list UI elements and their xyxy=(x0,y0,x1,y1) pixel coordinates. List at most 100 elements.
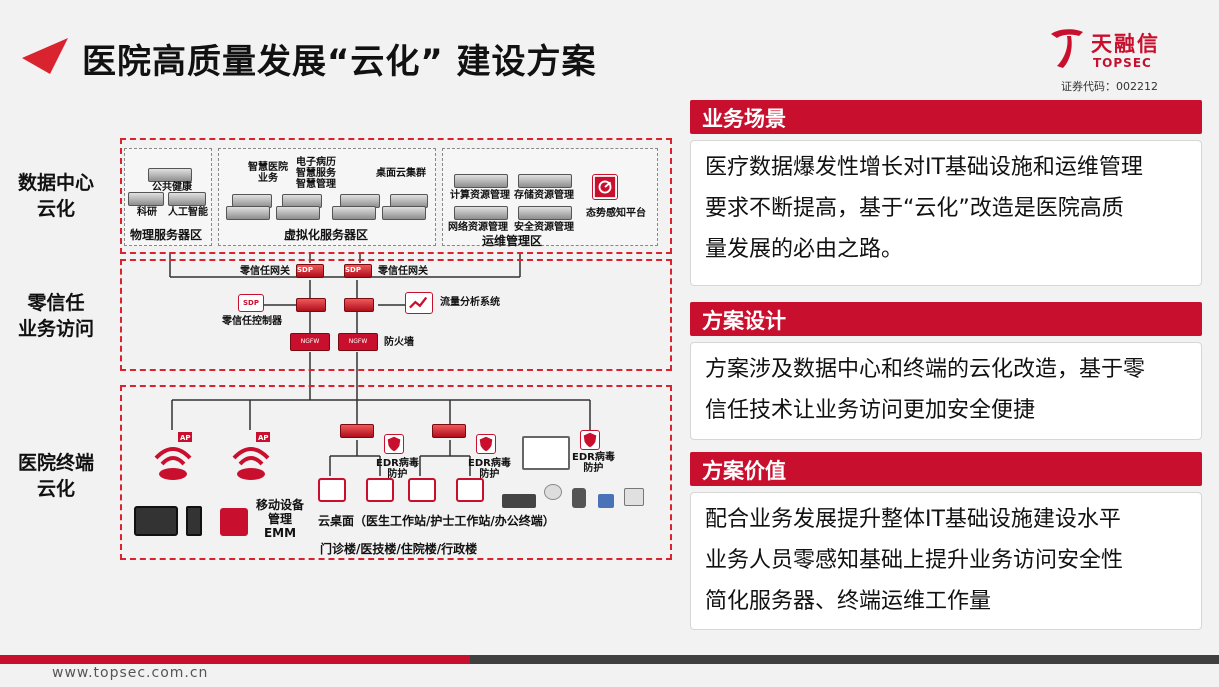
label-smart-mgmt: 智慧管理 xyxy=(296,179,336,190)
label-storage: 存储资源管理 xyxy=(514,190,574,201)
company-logo: 天融信 TOPSEC 证券代码：002212 xyxy=(1049,26,1189,98)
switch-device xyxy=(296,298,326,312)
zerotrust-gateway-device xyxy=(296,264,324,278)
access-switch-device xyxy=(432,424,466,438)
section-label-terminal: 医院终端云化 xyxy=(17,452,94,500)
label-controller: 零信任控制器 xyxy=(222,316,282,327)
panel-title-value: 方案价值 xyxy=(690,452,1202,486)
section-label-zerotrust: 零信任业务访问 xyxy=(17,292,94,340)
footer-bar-accent xyxy=(0,655,470,664)
firewall-device: NGFW xyxy=(290,333,330,351)
label-research: 科研 xyxy=(137,207,157,218)
emm-icon xyxy=(220,508,248,536)
zerotrust-zone xyxy=(120,259,672,371)
barcode-scanner-icon xyxy=(572,488,586,508)
switch-device xyxy=(344,298,374,312)
label-security: 安全资源管理 xyxy=(514,222,574,233)
cloud-desktop-terminal-icon xyxy=(366,478,394,502)
panel-line: 量发展的必由之路。 xyxy=(705,237,904,262)
sdp-badge: SDP xyxy=(297,266,313,274)
scanner-icon xyxy=(544,484,562,500)
label-compute: 计算资源管理 xyxy=(450,190,510,201)
logo-name-en: TOPSEC xyxy=(1093,56,1152,70)
cloud-desktop-terminal-icon xyxy=(456,478,484,502)
label-cloud-desktop: 云桌面（医生工作站/护士工作站/办公终端） xyxy=(318,514,555,528)
server-icon xyxy=(226,206,270,220)
terminal-zone xyxy=(120,385,672,560)
label-emr: 电子病历 xyxy=(296,157,336,168)
sdp-badge: SDP xyxy=(345,266,361,274)
panel-line: 信任技术让业务访问更加安全便捷 xyxy=(705,398,1036,423)
panel-title-design: 方案设计 xyxy=(690,302,1202,336)
cloud-desktop-terminal-icon xyxy=(408,478,436,502)
server-icon xyxy=(518,206,572,220)
label-situation: 态势感知平台 xyxy=(586,208,646,219)
label-public-health: 公共健康 xyxy=(152,182,192,193)
label-firewall: 防火墙 xyxy=(384,337,414,348)
server-icon xyxy=(168,192,206,206)
panel-line: 要求不断提高，基于“云化”改造是医院高质 xyxy=(705,196,1124,221)
label-gateway-right: 零信任网关 xyxy=(378,266,428,277)
label-traffic: 流量分析系统 xyxy=(440,297,500,308)
ap-badge: AP xyxy=(180,434,191,442)
footer-bar xyxy=(0,655,1219,664)
datacenter-zone xyxy=(120,138,672,254)
firewall-device: NGFW xyxy=(338,333,378,351)
label-edr-1: EDR病毒防护 xyxy=(376,458,419,480)
ap-badge: AP xyxy=(258,434,269,442)
server-icon xyxy=(454,174,508,188)
access-switch-device xyxy=(340,424,374,438)
document-camera-icon xyxy=(624,488,644,506)
situation-awareness-icon xyxy=(592,174,618,200)
server-icon xyxy=(454,206,508,220)
page-title: 医院高质量发展“云化” 建设方案 xyxy=(82,42,597,82)
phone-icon xyxy=(186,506,202,536)
panel-line: 业务人员零感知基础上提升业务访问安全性 xyxy=(705,548,1124,573)
panel-body-scenario: 医疗数据爆发性增长对IT基础设施和运维管理 要求不断提高，基于“云化”改造是医院… xyxy=(690,140,1202,286)
panel-line: 方案涉及数据中心和终端的云化改造，基于零 xyxy=(705,357,1146,382)
zerotrust-controller-icon xyxy=(238,294,264,312)
wireless-ap-icon xyxy=(232,432,270,480)
edr-shield-icon xyxy=(384,434,404,454)
card-reader-icon xyxy=(598,494,614,508)
physical-zone-label: 物理服务器区 xyxy=(130,228,203,242)
panel-line: 医疗数据爆发性增长对IT基础设施和运维管理 xyxy=(705,155,1143,180)
monitor-icon xyxy=(522,436,570,470)
traffic-analysis-icon xyxy=(405,292,433,314)
server-icon xyxy=(276,206,320,220)
title-arrow-icon xyxy=(22,38,68,74)
cloud-desktop-terminal-icon xyxy=(318,478,346,502)
label-network: 网络资源管理 xyxy=(448,222,508,233)
label-smart-service: 智慧服务 xyxy=(296,168,336,179)
server-icon xyxy=(128,192,164,206)
label-buildings: 门诊楼/医技楼/住院楼/行政楼 xyxy=(320,542,478,556)
panel-title-scenario: 业务场景 xyxy=(690,100,1202,134)
footer-url[interactable]: www.topsec.com.cn xyxy=(52,665,209,681)
topsec-logo-icon xyxy=(1051,29,1083,68)
ops-zone xyxy=(442,148,658,246)
printer-icon xyxy=(502,494,536,508)
server-icon xyxy=(382,206,426,220)
logo-name-cn: 天融信 xyxy=(1091,32,1160,56)
panel-body-value: 配合业务发展提升整体IT基础设施建设水平 业务人员零感知基础上提升业务访问安全性… xyxy=(690,492,1202,630)
label-ai: 人工智能 xyxy=(168,207,208,218)
stock-code: 证券代码：002212 xyxy=(1061,80,1158,93)
panel-line: 简化服务器、终端运维工作量 xyxy=(705,589,992,614)
label-gateway-left: 零信任网关 xyxy=(240,266,290,277)
server-icon xyxy=(148,168,192,182)
edr-shield-icon xyxy=(580,430,600,450)
server-icon xyxy=(332,206,376,220)
label-edr-3: EDR病毒防护 xyxy=(572,452,615,474)
sdp-badge: SDP xyxy=(243,299,259,307)
section-label-datacenter: 数据中心云化 xyxy=(17,172,94,220)
wireless-ap-icon xyxy=(154,432,192,480)
panel-body-design: 方案涉及数据中心和终端的云化改造，基于零 信任技术让业务访问更加安全便捷 xyxy=(690,342,1202,440)
label-desktop-cluster: 桌面云集群 xyxy=(376,168,426,179)
label-smart-hospital: 智慧医院业务 xyxy=(248,162,288,184)
ops-zone-label: 运维管理区 xyxy=(482,234,543,248)
zerotrust-gateway-device xyxy=(344,264,372,278)
server-icon xyxy=(518,174,572,188)
tablet-icon xyxy=(134,506,178,536)
edr-shield-icon xyxy=(476,434,496,454)
